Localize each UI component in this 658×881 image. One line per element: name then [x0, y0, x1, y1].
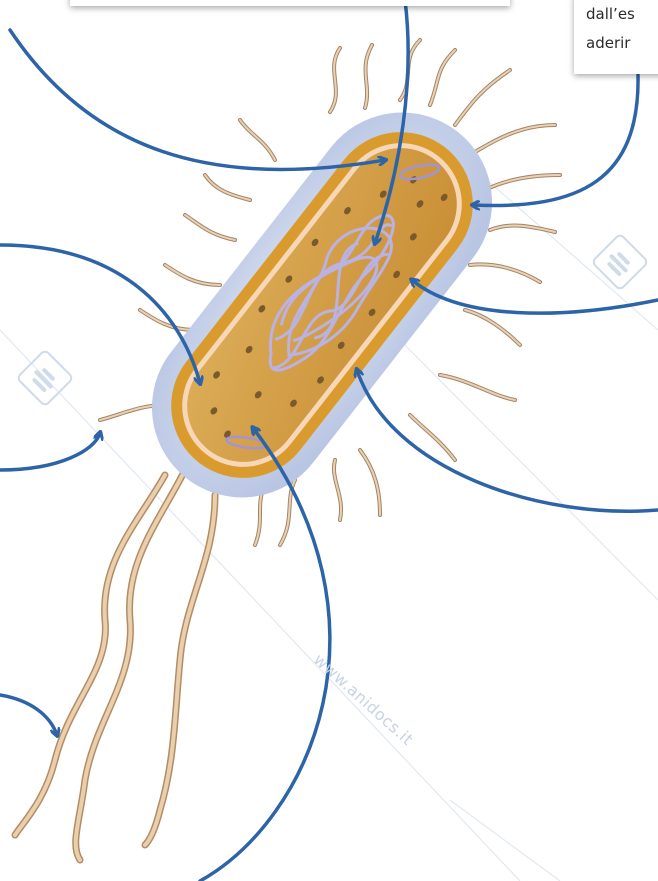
watermark-logo-icon [592, 234, 649, 291]
label-card-top-right: dall’es aderir [574, 0, 658, 74]
arrow-to-plasmid [10, 30, 385, 170]
arrow-to-cell-wall [357, 370, 658, 511]
label-text-line1: dall’es [586, 0, 658, 29]
arrow-to-flagellum [0, 695, 57, 735]
flagella [15, 470, 215, 860]
arrow-to-pilus-left [0, 433, 100, 470]
label-text-line2: aderir [586, 29, 658, 58]
label-card-top [70, 0, 510, 6]
arrow-to-plasmid-lower [200, 428, 330, 881]
